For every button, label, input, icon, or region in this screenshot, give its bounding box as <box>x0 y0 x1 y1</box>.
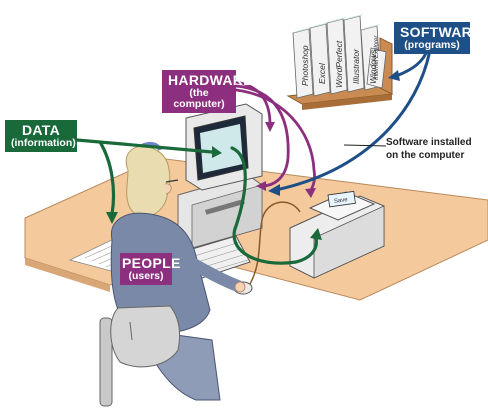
user-glasses <box>165 179 179 183</box>
book-spine-wordperfect: WordPerfect <box>334 40 344 88</box>
people-label-sub: (users) <box>128 269 164 282</box>
data-arrowheads <box>106 146 322 240</box>
monitor <box>185 103 263 191</box>
book-spine-internet-explorer: Internet Explorer <box>374 35 380 80</box>
software-label-sub: (programs) <box>404 38 460 51</box>
book-spine-excel: Excel <box>317 63 327 84</box>
data-label-sub: (information) <box>11 136 76 149</box>
user-hair <box>125 145 171 217</box>
user-ear <box>164 183 172 195</box>
mouse-cord <box>249 201 301 285</box>
data-arrows <box>75 138 318 265</box>
installed-leader <box>343 144 387 147</box>
people-label: PEOPLE (users) <box>120 253 181 285</box>
data-label: DATA (information) <box>5 120 77 152</box>
book-spine-illustrator: Illustrator <box>351 49 361 84</box>
software-label-title: SOFTWARE <box>400 24 482 40</box>
user-arm <box>184 256 244 292</box>
printer <box>289 190 385 279</box>
desk-edge <box>25 258 110 292</box>
book-spine-photoshop: Photoshop <box>300 45 310 86</box>
hardware-label-title: HARDWARE <box>168 72 253 88</box>
hardware-arrowheads <box>256 122 316 198</box>
people-label-title: PEOPLE <box>122 255 181 271</box>
data-label-title: DATA <box>21 122 60 138</box>
software-label: SOFTWARE (programs) <box>394 22 482 54</box>
hardware-label: HARDWARE (the computer) <box>162 70 253 113</box>
computer-base <box>177 174 263 249</box>
software-installed-note: Software installed on the computer <box>386 137 472 161</box>
chair <box>99 305 181 407</box>
hardware-label-sub: (the computer) <box>173 86 225 110</box>
user-hand <box>234 281 246 293</box>
books <box>292 14 387 99</box>
hardware-arrows <box>234 80 316 194</box>
software-arrowheads <box>268 70 400 196</box>
